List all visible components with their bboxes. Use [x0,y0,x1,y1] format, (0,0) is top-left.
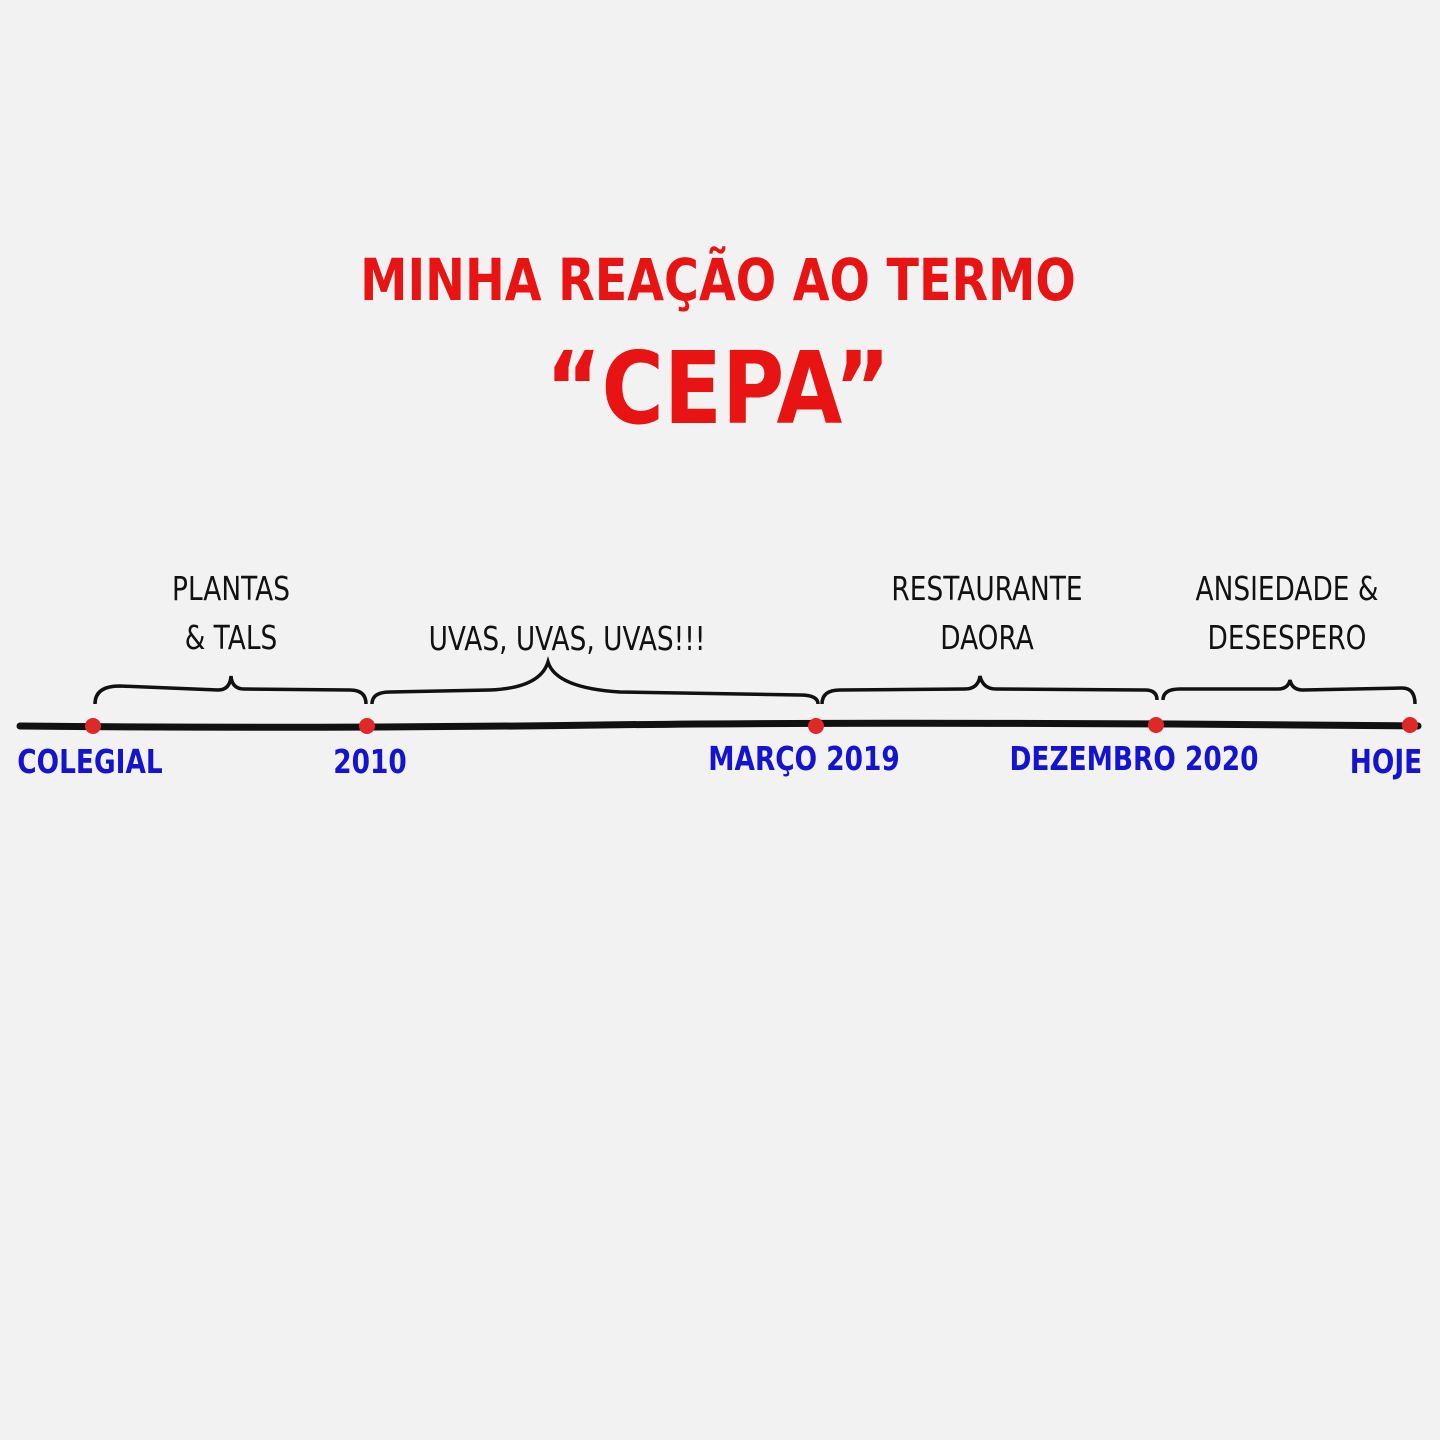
period-label-line: RESTAURANTE [891,569,1083,608]
point-label-hoje: HOJE [1349,742,1423,781]
timeline-dot-marco-2019 [808,718,824,734]
period-restaurante: RESTAURANTE DAORA [891,564,1082,662]
point-label-2010: 2010 [333,742,407,781]
point-label-colegial: COLEGIAL [17,742,163,781]
brace-ansiedade [1161,679,1417,705]
timeline-dot-colegial [85,718,101,734]
title-line-1: MINHA REAÇÃO AO TERMO [360,246,1076,314]
timeline-dot-2010 [359,718,375,734]
timeline-dot-dezembro-2020 [1148,717,1164,733]
period-label-line: ANSIEDADE & [1195,569,1379,608]
period-label-line: PLANTAS [172,569,290,608]
timeline-dot-hoje [1402,717,1418,733]
brace-uvas [370,656,820,705]
period-plantas: PLANTAS & TALS [172,564,290,662]
point-label-marco-2019: MARÇO 2019 [708,739,900,778]
period-label-line: DESESPERO [1207,618,1367,657]
brace-restaurante [820,675,1159,705]
period-label-line: & TALS [184,618,278,657]
point-label-dezembro-2020: DEZEMBRO 2020 [1009,739,1259,778]
period-ansiedade: ANSIEDADE & DESESPERO [1196,564,1379,662]
brace-plantas [93,675,368,705]
period-label-line: UVAS, UVAS, UVAS!!! [428,619,706,658]
title-line-2: “CEPA” [545,330,891,447]
timeline-axis [16,719,1422,731]
period-uvas: UVAS, UVAS, UVAS!!! [429,614,706,663]
period-label-line: DAORA [940,618,1034,657]
